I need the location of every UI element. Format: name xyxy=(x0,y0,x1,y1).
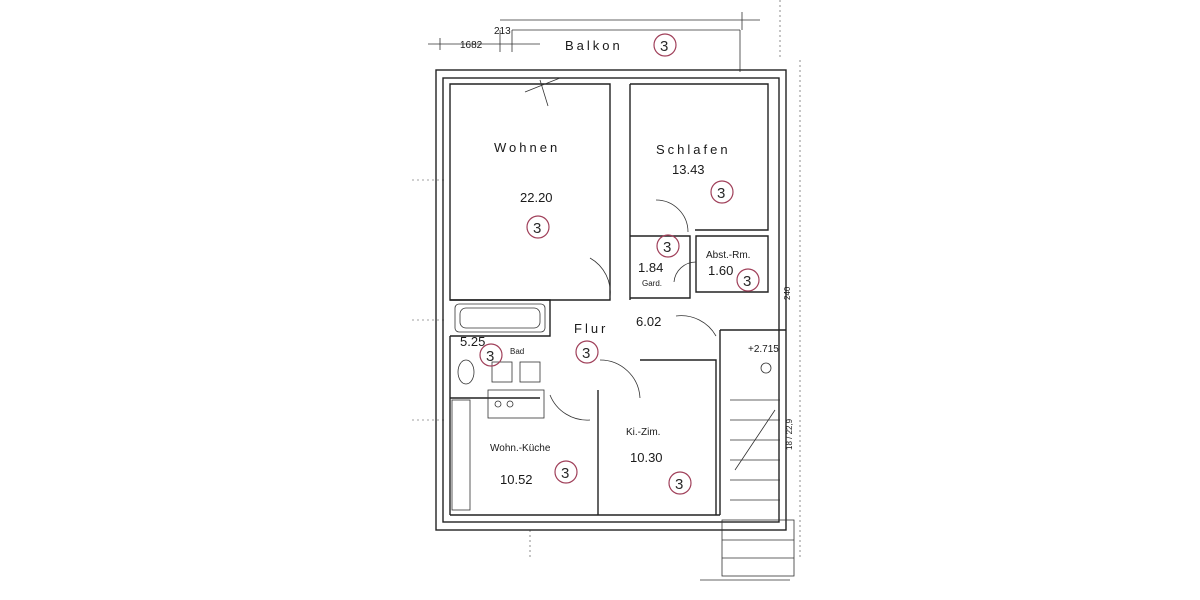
bath-fixtures xyxy=(454,303,546,385)
room-flur-area: 6.02 xyxy=(636,314,661,329)
room-kueche-name: Wohn.-Küche xyxy=(490,443,551,454)
interior-walls xyxy=(449,83,786,516)
marker-schlafen: 3 xyxy=(710,180,734,204)
marker-gard: 3 xyxy=(656,234,680,258)
marker-bad: 3 xyxy=(479,343,503,367)
svg-text:3: 3 xyxy=(561,465,569,482)
room-abst-area: 1.60 xyxy=(708,263,733,278)
marker-kueche: 3 xyxy=(554,460,578,484)
staircase xyxy=(700,362,795,581)
marker-wohnen: 3 xyxy=(526,215,550,239)
svg-text:3: 3 xyxy=(486,348,494,365)
room-bad-name: Bad xyxy=(510,347,524,356)
room-kueche-area: 10.52 xyxy=(500,472,533,487)
marker-abst: 3 xyxy=(736,268,760,292)
stair-side-dimension: 18 / 22,9 xyxy=(785,418,794,450)
balcony-outline xyxy=(512,29,741,72)
room-kizim-name: Ki.-Zim. xyxy=(626,427,660,438)
svg-text:3: 3 xyxy=(743,273,751,290)
svg-text:3: 3 xyxy=(663,239,671,256)
marker-balkon: 3 xyxy=(653,33,677,57)
room-schlafen-area: 13.43 xyxy=(672,162,705,177)
room-flur-name: Flur xyxy=(574,321,608,336)
stair-level: +2.715 xyxy=(748,344,779,355)
room-wohnen-area: 22.20 xyxy=(520,190,553,205)
room-kizim-area: 10.30 xyxy=(630,450,663,465)
dimension-lines xyxy=(412,0,801,560)
room-wohnen-name: Wohnen xyxy=(494,140,560,155)
room-gard-name: Gard. xyxy=(642,279,662,288)
marker-kizim: 3 xyxy=(668,471,692,495)
exterior-walls xyxy=(435,69,787,531)
room-abst-name: Abst.-Rm. xyxy=(706,250,750,261)
svg-text:3: 3 xyxy=(717,185,725,202)
dimension-left: 1682 xyxy=(460,40,483,51)
room-schlafen-name: Schlafen xyxy=(656,142,731,157)
side-dimension: 240 xyxy=(783,286,792,300)
svg-text:3: 3 xyxy=(660,38,668,55)
svg-text:3: 3 xyxy=(533,220,541,237)
door-swings xyxy=(524,77,717,421)
room-gard-area: 1.84 xyxy=(638,260,663,275)
svg-text:3: 3 xyxy=(675,476,683,493)
room-bad-area: 5.25 xyxy=(460,334,485,349)
svg-text:3: 3 xyxy=(582,345,590,362)
kitchen-counter xyxy=(451,389,545,511)
room-balkon-name: Balkon xyxy=(565,38,623,53)
marker-flur: 3 xyxy=(575,340,599,364)
dimension-top: 213 xyxy=(494,26,511,37)
